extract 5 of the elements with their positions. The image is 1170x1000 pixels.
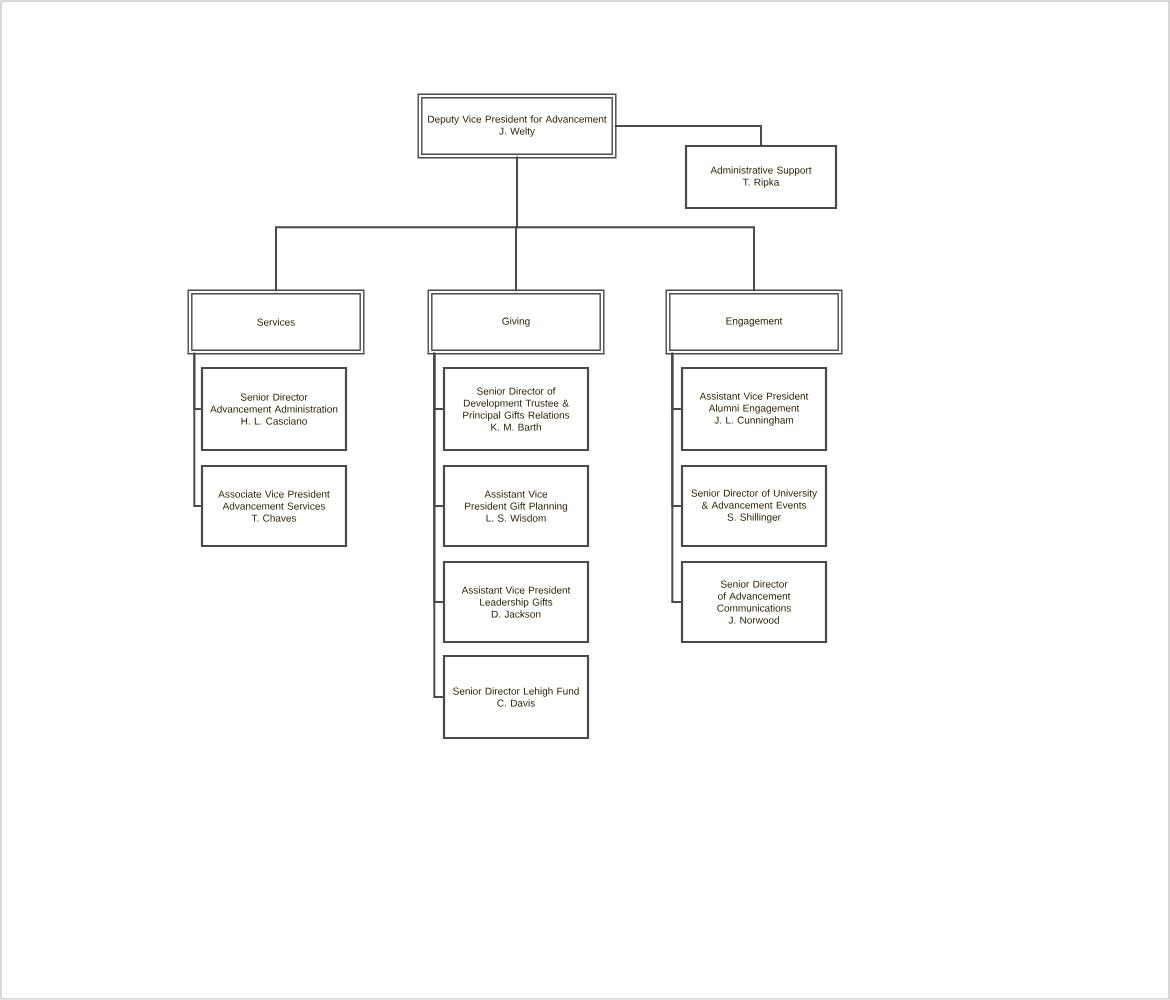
connector-line	[671, 351, 682, 603]
connector-line	[613, 125, 762, 146]
connector-line	[516, 155, 755, 293]
connector-line	[193, 351, 202, 507]
connector-line	[433, 351, 444, 698]
